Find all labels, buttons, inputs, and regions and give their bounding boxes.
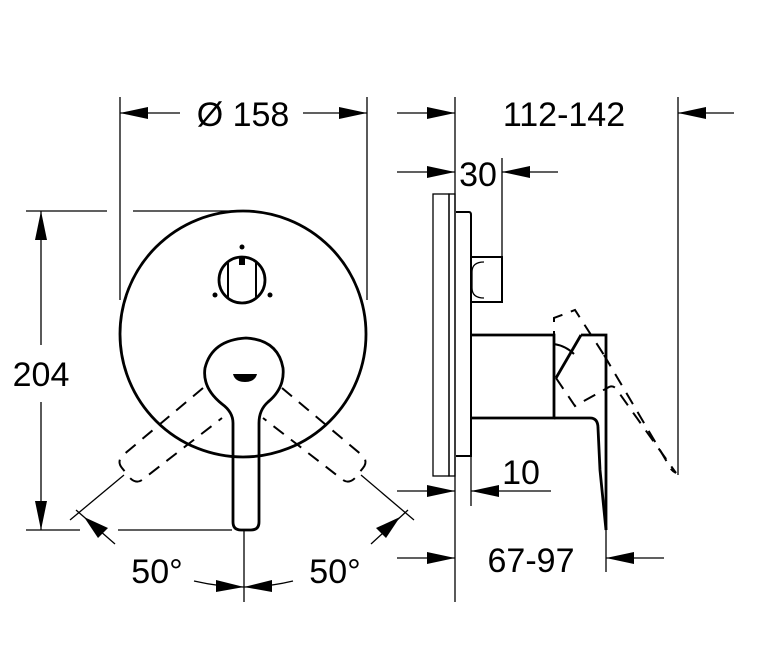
height-dimension: 204 [13, 210, 107, 531]
projection-total-dimension: 112-142 [397, 96, 734, 475]
angle-right-label: 50° [309, 553, 360, 591]
diameter-label: Ø 158 [197, 96, 290, 134]
knob-dot-top [239, 244, 245, 250]
height-label: 204 [13, 356, 70, 394]
angle-dimensions: 50° 50° [69, 474, 415, 602]
lever-handle [203, 336, 285, 532]
front-view: Ø 158 204 [13, 96, 415, 602]
lever-projection-label: 67-97 [488, 542, 575, 580]
diverter-knob-side [471, 256, 503, 303]
lever-projection-dimension: 67-97 [397, 530, 664, 580]
knob-dot-right [267, 292, 273, 298]
angle-left-label: 50° [131, 553, 182, 591]
plate-depth-label: 30 [459, 156, 497, 194]
diameter-dimension: Ø 158 [119, 96, 368, 300]
plate-depth-dimension: 30 [397, 156, 558, 302]
wall-offset-dimension: 10 [397, 454, 551, 506]
diverter-knob [212, 244, 273, 305]
lever-alt-position-left [118, 387, 223, 483]
lever-side-profile [471, 333, 608, 531]
projection-total-label: 112-142 [503, 96, 625, 134]
wall-offset-label: 10 [502, 454, 540, 492]
lever-alt-position-side [553, 308, 677, 474]
knob-dot-left [212, 292, 218, 298]
rosette-side-profile [456, 211, 472, 457]
side-view: 112-142 30 [397, 96, 734, 602]
lever-logo-mark [233, 374, 257, 382]
wall-section-hatched [432, 193, 456, 477]
lever-alt-position-right [262, 387, 367, 483]
rosette-plate [118, 209, 368, 459]
